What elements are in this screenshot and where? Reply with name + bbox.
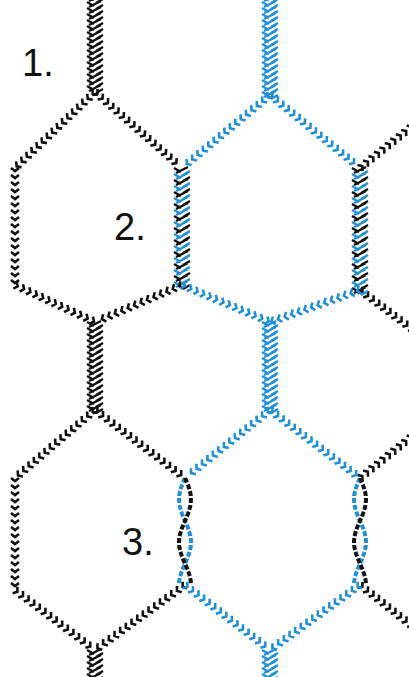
rope-strand (358, 121, 409, 171)
rope-strand (92, 89, 176, 164)
rope-strand (358, 582, 409, 631)
rope-strand (11, 168, 19, 283)
twist-joint (179, 478, 191, 585)
braided-joint (262, 653, 278, 677)
rope-strand (183, 582, 266, 648)
rope-strand (13, 587, 91, 648)
braided-joint (174, 171, 190, 287)
braided-joint (262, 0, 278, 97)
twist-joint (354, 478, 366, 585)
callout-number: 3. (122, 523, 154, 561)
twist-joint (354, 478, 366, 585)
rope-strand (11, 478, 19, 586)
rope-strand (268, 92, 355, 164)
rope-strand (191, 407, 273, 474)
rope-strand (102, 281, 184, 321)
braided-joint (174, 167, 190, 289)
braided-joint (262, 325, 278, 413)
rope-strand (13, 281, 94, 324)
rope-strand (271, 286, 361, 324)
braided-joint (262, 0, 278, 99)
rope-strand (272, 582, 362, 650)
rope-strand (180, 281, 268, 324)
callout-number: 2. (114, 208, 146, 246)
rope-strand (268, 407, 357, 477)
rope-strand (187, 92, 273, 165)
braided-joint (87, 325, 103, 413)
braided-joint (87, 653, 103, 677)
rope-strand (93, 407, 182, 477)
twist-joint (179, 478, 191, 585)
callout-number: 1. (22, 44, 54, 82)
braided-joint (87, 0, 103, 93)
braided-joint (352, 171, 368, 295)
rope-strand (358, 431, 409, 481)
rope-strand (16, 89, 98, 167)
rope-strand (358, 287, 409, 335)
rope-strand (97, 582, 187, 650)
rope-strand (18, 407, 98, 477)
